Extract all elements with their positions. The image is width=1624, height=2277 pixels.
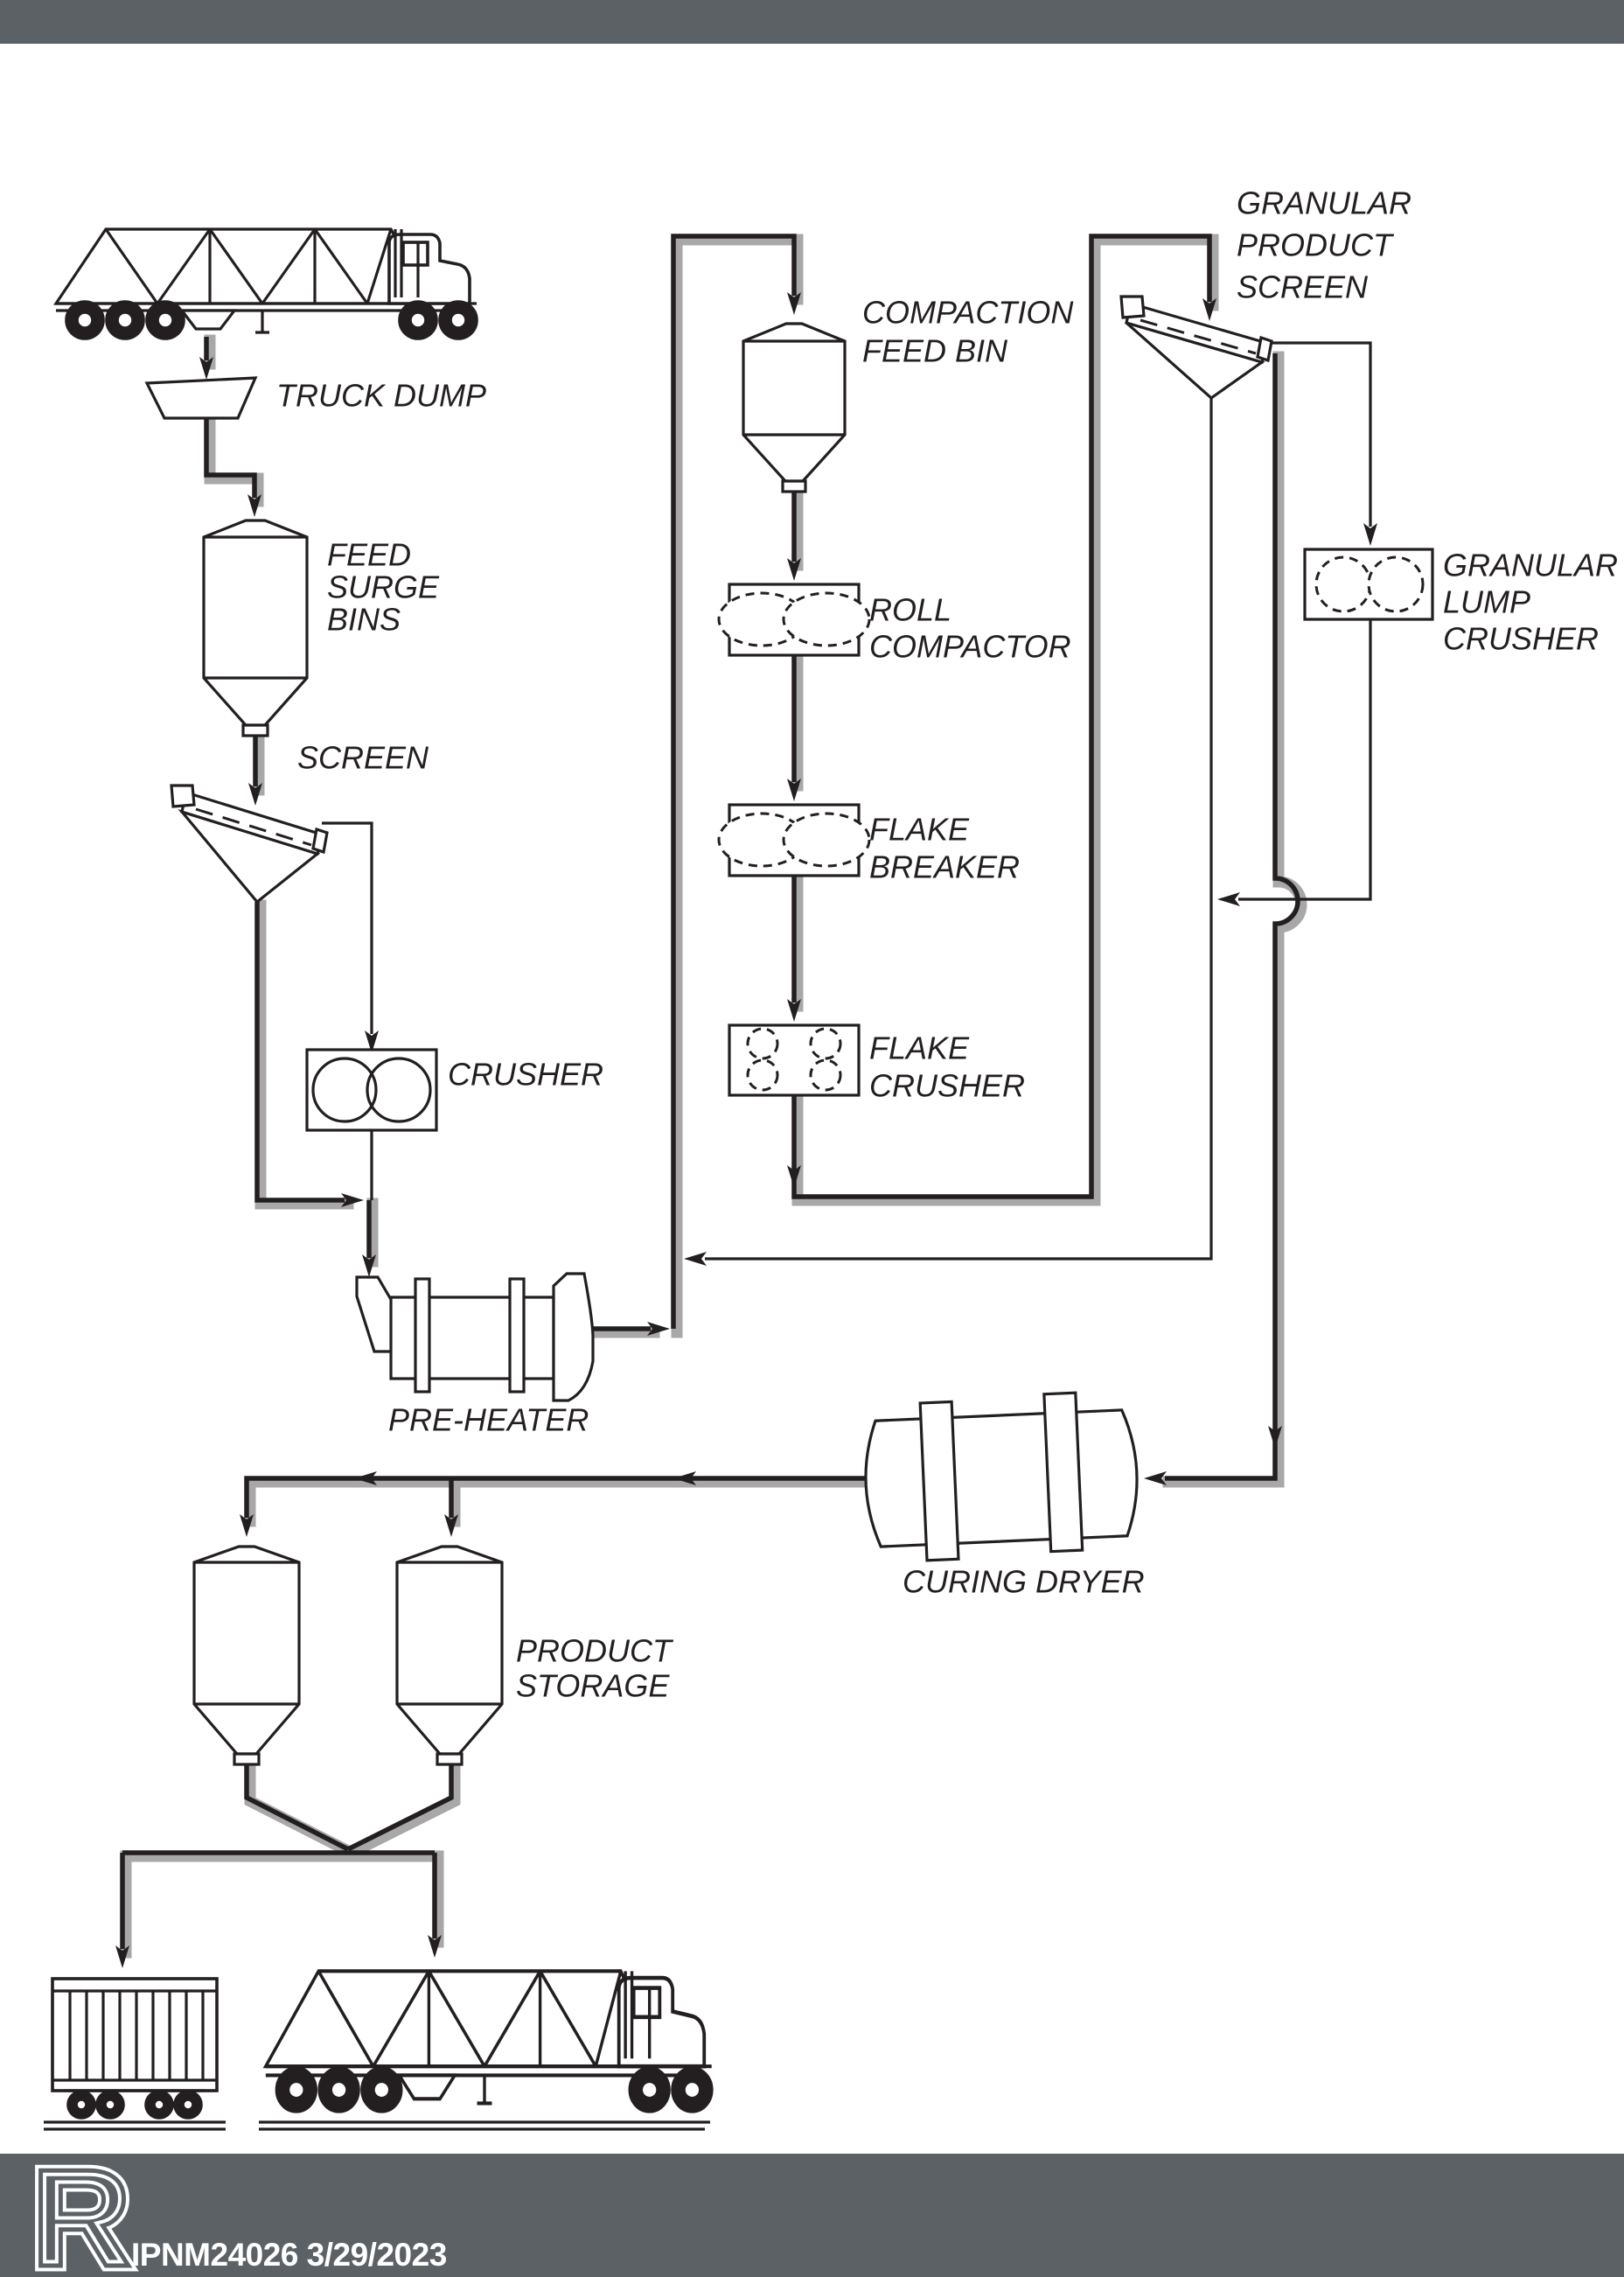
arrowhead-icon — [787, 999, 801, 1022]
arrowhead-icon — [199, 357, 213, 380]
arrowhead-icon — [1217, 892, 1240, 906]
flake-crusher-label-2: CRUSHER — [869, 1068, 1025, 1104]
product-storage-label-2: STORAGE — [516, 1668, 670, 1704]
primary-flow-lines — [120, 234, 1300, 1949]
arrowhead-icon — [1363, 523, 1377, 546]
arrowhead-icon — [247, 494, 261, 517]
flake-breaker-label-2: BREAKER — [869, 849, 1020, 885]
curing-dryer-icon — [864, 1391, 1139, 1562]
granular-lump-crusher-label-3: CRUSHER — [1443, 621, 1599, 657]
pre-heater-icon — [355, 1272, 595, 1402]
company-logo-icon: R R — [26, 2136, 137, 2277]
flow-arrowheads — [115, 292, 1377, 1968]
product-storage-bin-right — [395, 1545, 504, 1766]
feed-surge-bins-label-3: BINS — [327, 602, 401, 638]
equipment-labels: TRUCK DUMP FEED SURGE BINS SCREEN CRUSHE… — [54, 185, 1618, 2188]
flow-product-to-curing-dryer — [1165, 353, 1300, 1481]
roll-compactor-label-1: ROLL — [869, 592, 951, 628]
compaction-feed-bin-label-2: FEED BIN — [862, 333, 1008, 369]
feed-surge-bins-label-1: FEED — [327, 537, 411, 573]
arrowhead-icon — [787, 1165, 801, 1188]
top-band — [0, 0, 1624, 44]
footer-band — [0, 2154, 1624, 2277]
rail-car-icon — [44, 1977, 226, 2131]
crusher-icon — [305, 1048, 438, 1132]
secondary-flow-lines — [322, 341, 1372, 1261]
flake-breaker-icon — [717, 803, 871, 877]
flake-crusher-label-1: FLAKE — [869, 1030, 970, 1066]
flake-crusher-icon — [728, 1023, 861, 1097]
flow-fines-recycle — [705, 398, 1213, 1261]
crusher-label: CRUSHER — [448, 1057, 603, 1093]
granular-product-screen-label-2: PRODUCT — [1237, 227, 1395, 263]
granular-product-screen-icon — [1119, 295, 1273, 401]
footer: R R IPNM24026 3/29/2023 — [0, 2136, 1624, 2277]
flow-riser-to-compaction-bin — [671, 234, 797, 1329]
screen-icon — [170, 784, 329, 905]
product-storage-label-1: PRODUCT — [516, 1633, 674, 1669]
curing-dryer-label: CURING DRYER — [903, 1564, 1145, 1600]
arrowhead-icon — [787, 558, 801, 581]
feed-surge-bins-label-2: SURGE — [327, 569, 440, 605]
screen-label: SCREEN — [297, 740, 429, 776]
svg-text:R: R — [31, 2141, 131, 2277]
arrowhead-icon — [647, 1322, 670, 1336]
product-storage-bin-left — [192, 1545, 301, 1766]
arrowhead-icon — [1144, 1471, 1167, 1485]
arrowhead-icon — [1202, 298, 1216, 321]
flow-shadow-layer — [120, 234, 1307, 1959]
flow-oversize-to-lump-crusher — [1271, 341, 1372, 527]
granular-lump-crusher-label-2: LUMP — [1443, 584, 1530, 620]
flow-dump-to-surge-bin — [204, 419, 257, 498]
truck-dump-label: TRUCK DUMP — [276, 378, 486, 414]
arrowhead-icon — [362, 1254, 376, 1277]
truck-dump-hopper-icon — [144, 376, 258, 420]
flake-breaker-label-1: FLAKE — [869, 812, 970, 848]
granular-product-screen-label-1: GRANULAR — [1237, 185, 1411, 221]
document-id-text: IPNM24026 3/29/2023 — [131, 2237, 447, 2273]
flow-right-bin-outlet — [346, 1764, 454, 1852]
flow-dryer-to-storage — [244, 1476, 866, 1518]
truck-scale-truck-icon — [259, 1969, 714, 2131]
rail-track — [44, 2120, 226, 2131]
truck-scale-ground — [259, 2120, 710, 2131]
arrowhead-icon — [428, 1935, 442, 1958]
arrowhead-icon — [787, 779, 801, 801]
svg-text:R: R — [31, 2141, 131, 2277]
granular-lump-crusher-icon — [1303, 548, 1434, 621]
arrowhead-icon — [444, 1514, 458, 1537]
compaction-feed-bin-label-1: COMPACTION — [862, 295, 1074, 331]
arrowhead-icon — [673, 1471, 696, 1485]
pre-heater-label: PRE-HEATER — [388, 1402, 589, 1438]
arrowhead-icon — [240, 1514, 254, 1537]
arrowhead-icon — [354, 1471, 377, 1485]
arrowhead-icon — [341, 1193, 364, 1207]
arrowhead-icon — [1268, 1426, 1282, 1449]
arrowhead-icon — [365, 1030, 379, 1053]
delivery-truck-icon — [53, 227, 478, 340]
roll-compactor-label-2: COMPACTOR — [869, 629, 1071, 665]
flow-lump-crusher-return — [1238, 619, 1372, 901]
roll-compactor-icon — [717, 583, 871, 657]
arrowhead-icon — [787, 292, 801, 315]
compaction-feed-bin-icon — [742, 322, 847, 493]
arrowhead-icon — [684, 1252, 707, 1266]
arrowhead-icon — [248, 783, 262, 806]
granular-product-screen-label-3: SCREEN — [1237, 269, 1369, 305]
arrowhead-icon — [115, 1945, 129, 1968]
flow-screen-overflow-to-crusher — [322, 821, 373, 1034]
flow-left-bin-outlet — [244, 1764, 350, 1852]
granular-lump-crusher-label-1: GRANULAR — [1443, 548, 1618, 583]
flow-screen-underflow — [254, 902, 345, 1203]
feed-surge-bin-icon — [202, 519, 309, 737]
